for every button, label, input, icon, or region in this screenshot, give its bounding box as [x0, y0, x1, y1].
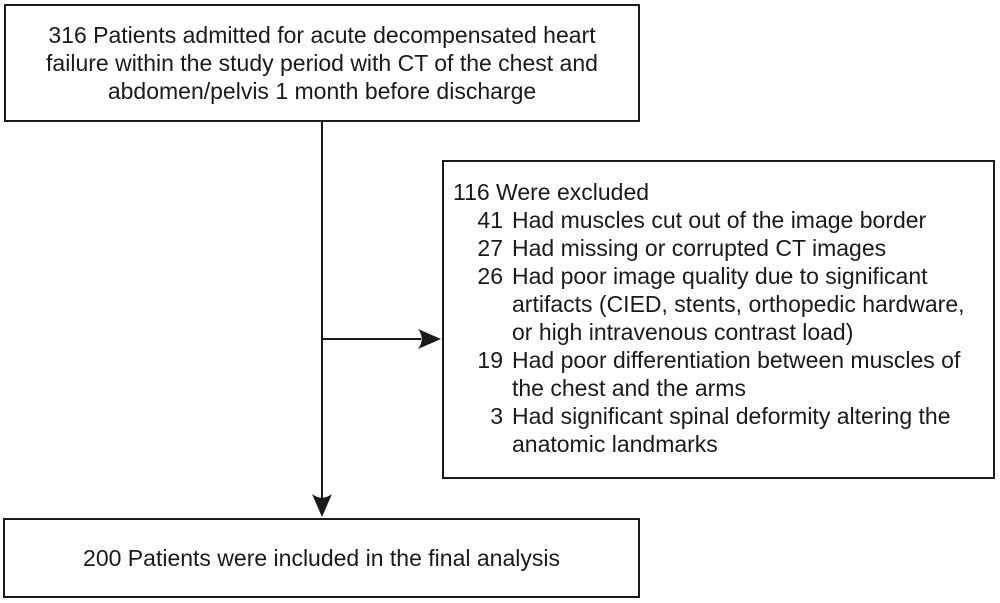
initial-cohort-box: 316 Patients admitted for acute decompen…: [4, 4, 640, 122]
exclusion-item-reason: Had missing or corrupted CT images: [512, 235, 887, 261]
down-arrowhead-icon: [312, 494, 332, 517]
exclusion-item-reason: Had poor differentiation between muscles…: [512, 347, 961, 401]
exclusion-item-count: 19: [477, 347, 503, 373]
exclusion-item-count: 3: [490, 403, 503, 429]
exclusion-item: 3 Had significant spinal deformity alter…: [453, 402, 987, 458]
final-analysis-text: 200 Patients were included in the final …: [83, 545, 560, 571]
exclusion-item-count: 26: [477, 263, 503, 289]
exclusion-box: 116 Were excluded 41 Had muscles cut out…: [442, 160, 995, 479]
exclusion-item: 27 Had missing or corrupted CT images: [453, 234, 987, 262]
initial-cohort-text: 316 Patients admitted for acute decompen…: [46, 22, 598, 104]
exclusion-item: 19 Had poor differentiation between musc…: [453, 346, 987, 402]
final-analysis-box: 200 Patients were included in the final …: [3, 518, 640, 598]
exclusion-item: 41 Had muscles cut out of the image bord…: [453, 206, 987, 234]
exclusion-item: 26 Had poor image quality due to signifi…: [453, 262, 987, 346]
exclusion-item-count: 27: [477, 235, 503, 261]
exclusion-item-count: 41: [477, 207, 503, 233]
exclusion-item-reason: Had significant spinal deformity alterin…: [512, 403, 951, 457]
exclusion-item-reason: Had poor image quality due to significan…: [512, 263, 965, 345]
exclusion-header: 116 Were excluded: [453, 179, 650, 205]
exclusion-item-reason: Had muscles cut out of the image border: [512, 207, 927, 233]
right-arrowhead-icon: [418, 329, 441, 349]
